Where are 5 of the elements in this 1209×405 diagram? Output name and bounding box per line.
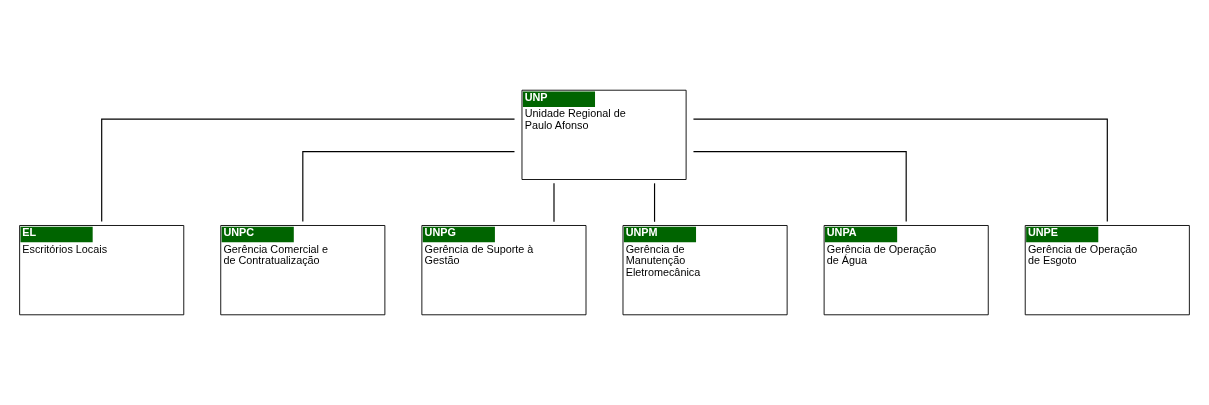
connector [101,118,516,223]
connector [692,118,1108,223]
connector [302,150,516,223]
connector [653,182,656,223]
connector [692,150,907,223]
